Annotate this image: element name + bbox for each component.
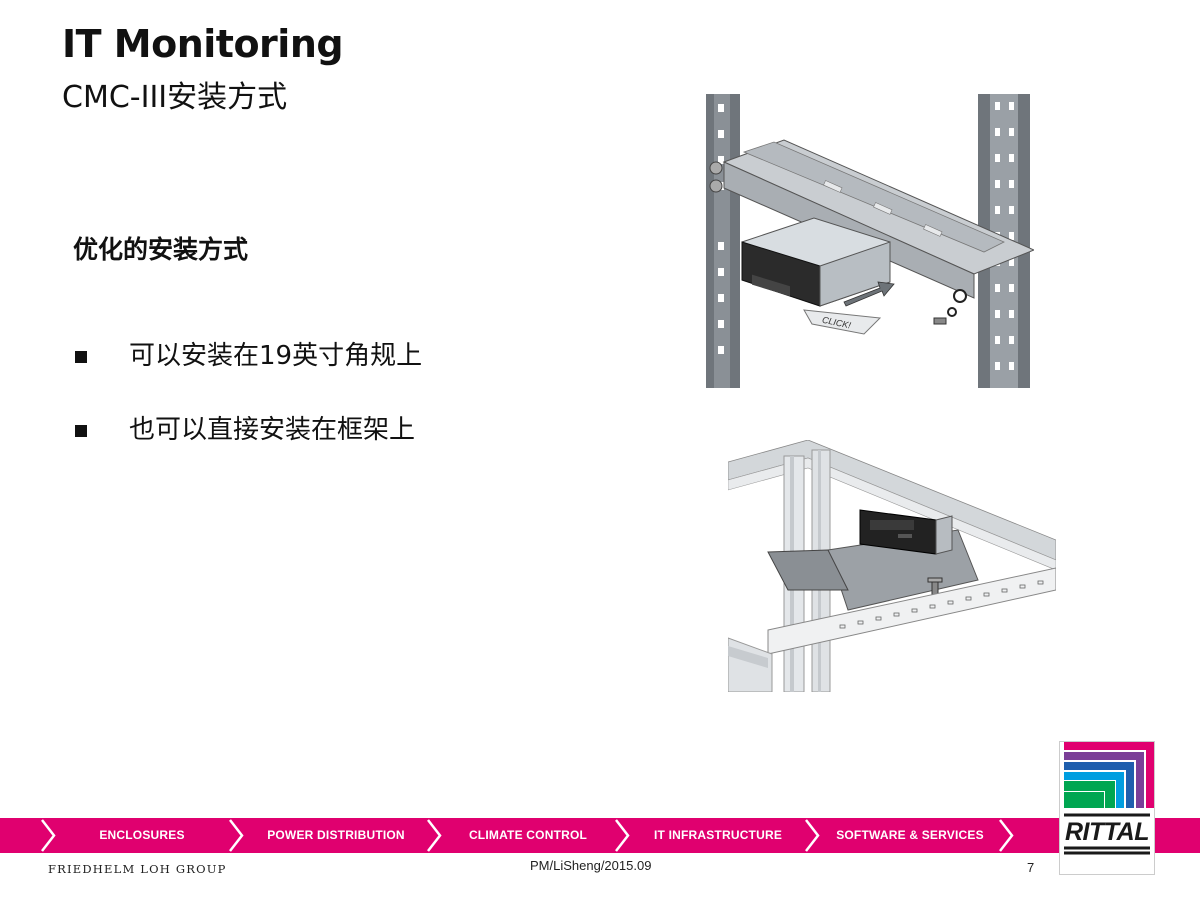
square-bullet-icon bbox=[75, 425, 87, 437]
chevron-right-icon bbox=[805, 819, 820, 852]
chevron-right-icon bbox=[999, 819, 1014, 852]
square-bullet-icon bbox=[75, 351, 87, 363]
nav-item-software-services[interactable]: SOFTWARE & SERVICES bbox=[836, 828, 984, 842]
nav-item-it-infrastructure[interactable]: IT INFRASTRUCTURE bbox=[653, 828, 783, 842]
footer-author-date: PM/LiSheng/2015.09 bbox=[530, 858, 652, 873]
nav-item-enclosures[interactable]: ENCLOSURES bbox=[99, 828, 185, 842]
logo-stripes-icon bbox=[1064, 742, 1154, 855]
section-heading: 优化的安装方式 bbox=[73, 235, 249, 264]
chevron-right-icon bbox=[615, 819, 630, 852]
chevron-right-icon bbox=[41, 819, 56, 852]
chevron-right-icon bbox=[229, 819, 244, 852]
slide-title: IT Monitoring bbox=[62, 22, 344, 66]
chevron-right-icon bbox=[427, 819, 442, 852]
logo-wordmark: RITTAL bbox=[1064, 818, 1150, 846]
page-number: 7 bbox=[1027, 860, 1035, 875]
bullet-text: 也可以直接安装在框架上 bbox=[129, 415, 416, 445]
rack-mount-figure: CLICK! bbox=[704, 92, 1036, 392]
footer-nav-bar: ENCLOSURES POWER DISTRIBUTION CLIMATE CO… bbox=[0, 818, 1200, 853]
bullet-text: 可以安装在19英寸角规上 bbox=[129, 341, 423, 371]
slide-subtitle: CMC-III安装方式 bbox=[62, 80, 288, 115]
frame-mount-figure bbox=[727, 439, 1057, 693]
bullet-item: 也可以直接安装在框架上 bbox=[73, 408, 422, 482]
bullet-item: 可以安装在19英寸角规上 bbox=[73, 334, 422, 408]
nav-item-climate-control[interactable]: CLIMATE CONTROL bbox=[468, 828, 588, 842]
footer-group-name: FRIEDHELM LOH GROUP bbox=[48, 862, 227, 876]
rittal-logo: RITTAL bbox=[1059, 741, 1155, 875]
nav-item-power-distribution[interactable]: POWER DISTRIBUTION bbox=[267, 828, 405, 842]
bullet-list: 可以安装在19英寸角规上 也可以直接安装在框架上 bbox=[73, 334, 422, 482]
